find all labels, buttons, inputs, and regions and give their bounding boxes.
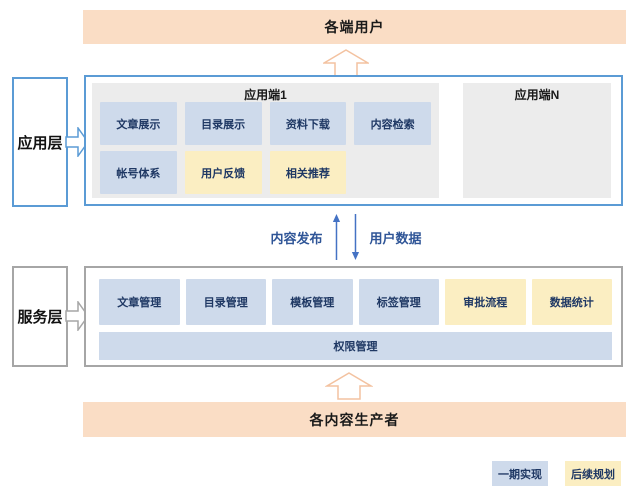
app-box-content-search: 内容检索 (354, 102, 431, 145)
service-layer-label: 服务层 (17, 309, 63, 326)
client1-title: 应用端1 (244, 88, 287, 102)
app-box-related-recommend: 相关推荐 (269, 151, 347, 194)
app-box-catalog-display: 目录展示 (184, 102, 262, 145)
client1-grid: 文章展示 目录展示 资料下载 内容检索 帐号体系 用户反馈 相关推荐 (92, 102, 439, 194)
publish-flow-label: 内容发布 (270, 230, 323, 246)
layer-data-flows: 内容发布 用户数据 (270, 213, 422, 261)
clientN-title: 应用端N (514, 88, 560, 102)
app-layer-container: 应用端1 文章展示 目录展示 资料下载 内容检索 帐号体系 用户反馈 相关推荐 … (84, 75, 623, 206)
app-layer-label: 应用层 (17, 134, 63, 152)
svc-box-approval-flow: 审批流程 (445, 279, 526, 325)
legend-phase1: 一期实现 (492, 461, 548, 486)
legend: 一期实现 后续规划 (492, 461, 621, 486)
empty-grid-cell (354, 151, 431, 194)
app-layer-label-box: 应用层 (12, 77, 68, 207)
top-users-banner-label: 各端用户 (324, 19, 385, 35)
svc-box-catalog-mgmt: 目录管理 (185, 279, 266, 325)
legend-planned: 后续规划 (565, 461, 621, 486)
svc-box-permission-mgmt: 权限管理 (99, 332, 612, 360)
flow-arrows (332, 214, 361, 260)
svc-box-template-mgmt: 模板管理 (272, 279, 353, 325)
up-block-arrow-to-users-icon (323, 49, 369, 77)
app-box-account-system: 帐号体系 (100, 151, 177, 194)
top-users-banner: 各端用户 (83, 10, 626, 44)
userdata-flow-label: 用户数据 (369, 230, 422, 246)
up-block-arrow-from-producers-icon (325, 372, 373, 400)
app-box-material-download: 资料下载 (269, 102, 347, 145)
service-layer-container: 文章管理 目录管理 模板管理 标签管理 审批流程 数据统计 权限管理 (84, 266, 623, 367)
svc-box-tag-mgmt: 标签管理 (358, 279, 439, 325)
service-grid: 文章管理 目录管理 模板管理 标签管理 审批流程 数据统计 (99, 279, 612, 325)
content-producers-banner-label: 各内容生产者 (309, 411, 400, 428)
content-producers-banner: 各内容生产者 (83, 402, 626, 437)
client1-panel: 应用端1 文章展示 目录展示 资料下载 内容检索 帐号体系 用户反馈 相关推荐 (92, 83, 439, 198)
publish-up-arrow-icon (332, 214, 341, 260)
app-box-user-feedback: 用户反馈 (184, 151, 262, 194)
service-layer-right-arrow-icon (65, 301, 89, 331)
svc-box-article-mgmt: 文章管理 (99, 279, 180, 325)
userdata-down-arrow-icon (351, 214, 360, 260)
service-layer-label-box: 服务层 (12, 266, 68, 367)
app-box-article-display: 文章展示 (100, 102, 177, 145)
clientN-panel: 应用端N (463, 83, 611, 198)
svc-box-data-stats: 数据统计 (531, 279, 612, 325)
app-layer-right-arrow-icon (65, 127, 89, 157)
